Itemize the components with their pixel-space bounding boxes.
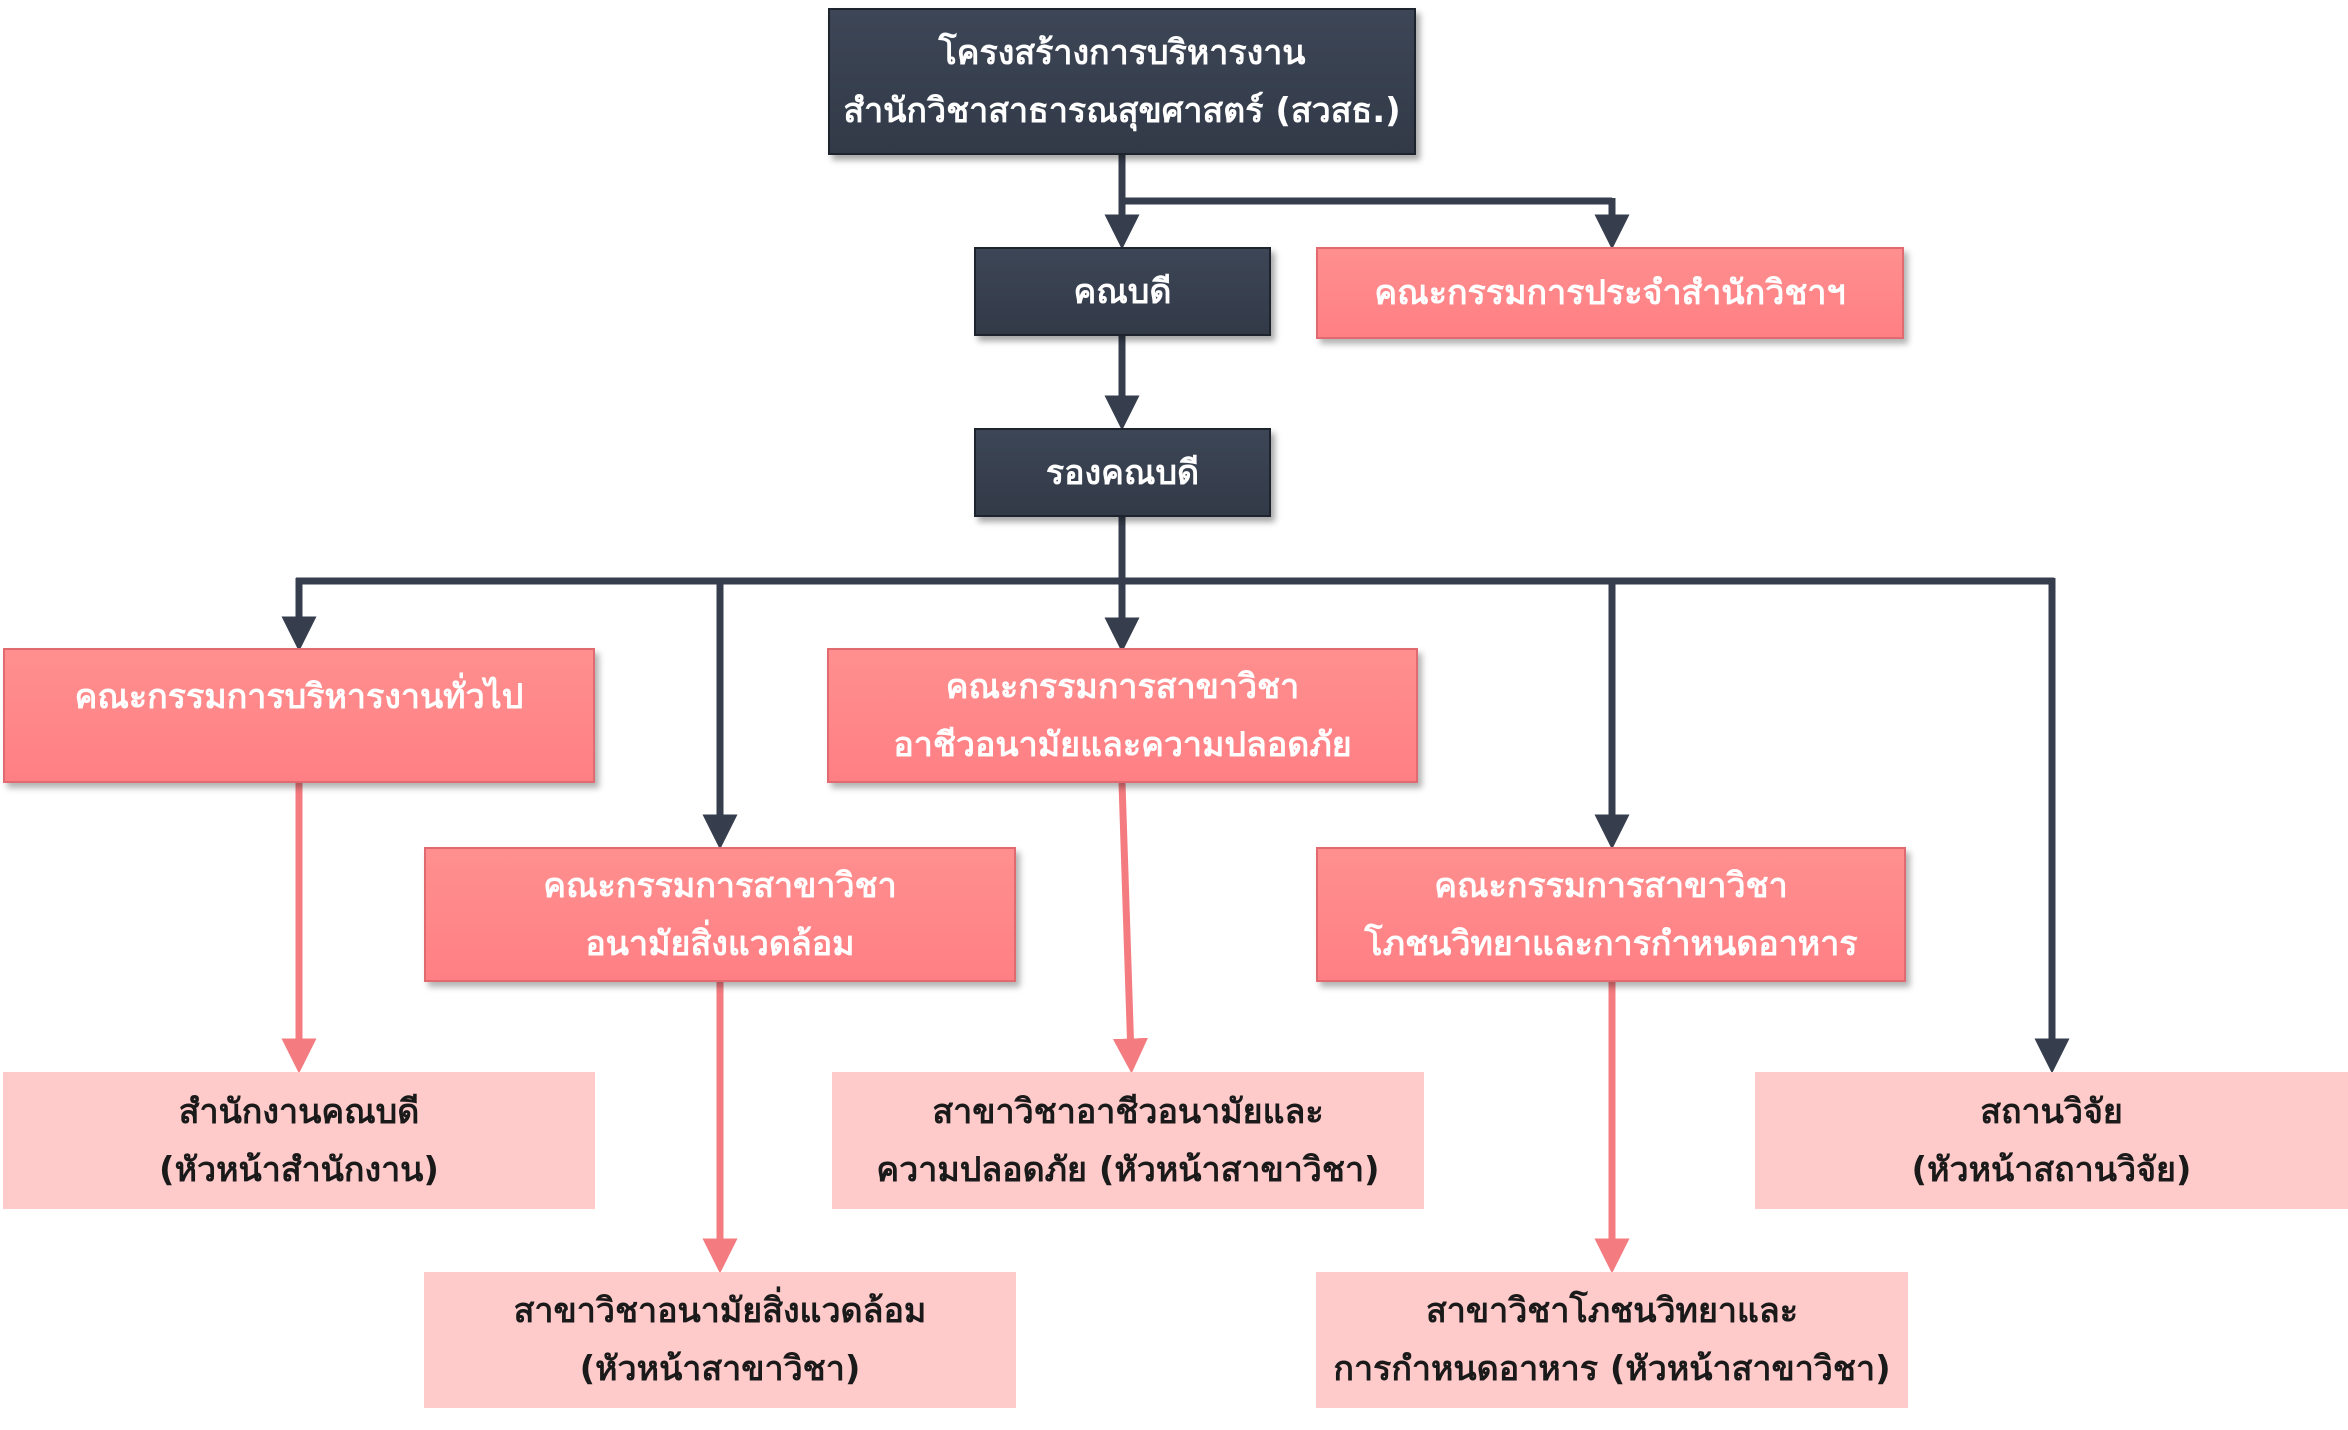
dean-office-node: สำนักงานคณบดี (หัวหน้าสำนักงาน) — [3, 1072, 595, 1209]
occ-health-committee-node: คณะกรรมการสาขาวิชา อาชีวอนามัยและความปลอ… — [827, 648, 1418, 783]
occ-health-branch-node: สาขาวิชาอาชีวอนามัยและ ความปลอดภัย (หัวห… — [832, 1072, 1424, 1209]
nutrition-branch-line1: สาขาวิชาโภชนวิทยาและ — [1426, 1291, 1798, 1331]
deputy-connectors — [281, 517, 2070, 1074]
env-health-committee-line2: อนามัยสิ่งแวดล้อม — [585, 923, 855, 964]
occ-health-branch-line2: ความปลอดภัย (หัวหน้าสาขาวิชา) — [876, 1149, 1380, 1190]
dean-office-line2: (หัวหน้าสำนักงาน) — [159, 1149, 439, 1190]
env-health-branch-node: สาขาวิชาอนามัยสิ่งแวดล้อม (หัวหน้าสาขาวิ… — [424, 1272, 1016, 1408]
general-admin-committee-label: คณะกรรมการบริหารงานทั่วไป — [74, 677, 524, 717]
deputy-dean-label: รองคณบดี — [1045, 452, 1200, 493]
dean-label: คณบดี — [1073, 271, 1172, 312]
occ-health-committee-line1: คณะกรรมการสาขาวิชา — [945, 666, 1300, 707]
env-health-committee-line1: คณะกรรมการสาขาวิชา — [543, 865, 897, 906]
nutrition-branch-node: สาขาวิชาโภชนวิทยาและ การกำหนดอาหาร (หัวห… — [1316, 1272, 1908, 1408]
school-committee-node: คณะกรรมการประจำสำนักวิชาฯ — [1316, 247, 1904, 339]
general-admin-committee-node: คณะกรรมการบริหารงานทั่วไป — [3, 648, 595, 783]
research-station-node: สถานวิจัย (หัวหน้าสถานวิจัย) — [1755, 1072, 2348, 1209]
env-health-branch-line2: (หัวหน้าสาขาวิชา) — [579, 1349, 861, 1389]
nutrition-branch-line2: การกำหนดอาหาร (หัวหน้าสาขาวิชา) — [1333, 1349, 1891, 1389]
root-title-line1: โครงสร้างการบริหารงาน — [938, 32, 1306, 73]
research-station-line1: สถานวิจัย — [1980, 1091, 2123, 1132]
deputy-dean-node: รองคณบดี — [974, 428, 1271, 517]
occ-health-committee-line2: อาชีวอนามัยและความปลอดภัย — [893, 724, 1352, 765]
nutrition-committee-line1: คณะกรรมการสาขาวิชา — [1434, 865, 1788, 906]
occ-health-branch-line1: สาขาวิชาอาชีวอนามัยและ — [932, 1091, 1324, 1132]
school-committee-label: คณะกรรมการประจำสำนักวิชาฯ — [1374, 273, 1846, 313]
root-title-line2: สำนักวิชาสาธารณสุขศาสตร์ (สวสธ.) — [843, 90, 1401, 131]
dean-node: คณบดี — [974, 247, 1271, 336]
occ-committee-to-branch-arrow — [1112, 782, 1148, 1074]
root-node: โครงสร้างการบริหารงาน สำนักวิชาสาธารณสุข… — [828, 8, 1416, 155]
research-station-line2: (หัวหน้าสถานวิจัย) — [1911, 1149, 2192, 1190]
committee-connectors — [281, 782, 1630, 1274]
dean-office-line1: สำนักงานคณบดี — [178, 1091, 420, 1132]
root-connectors — [1104, 155, 1630, 431]
env-health-branch-line1: สาขาวิชาอนามัยสิ่งแวดล้อม — [513, 1291, 927, 1331]
nutrition-committee-line2: โภชนวิทยาและการกำหนดอาหาร — [1364, 923, 1858, 964]
nutrition-committee-node: คณะกรรมการสาขาวิชา โภชนวิทยาและการกำหนดอ… — [1316, 847, 1906, 982]
env-health-committee-node: คณะกรรมการสาขาวิชา อนามัยสิ่งแวดล้อม — [424, 847, 1016, 982]
